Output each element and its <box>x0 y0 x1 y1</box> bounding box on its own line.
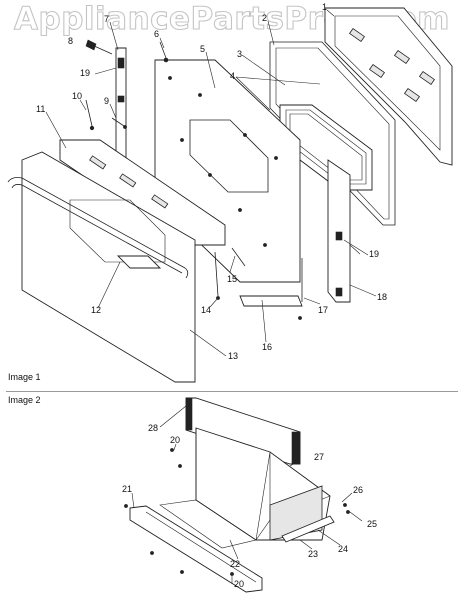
left-hinge-channel-part <box>115 47 127 161</box>
callout-3: 3 <box>237 49 242 59</box>
callout-20-bottom: 20 <box>234 579 244 589</box>
callout-26: 26 <box>353 485 363 495</box>
callout-13: 13 <box>228 351 238 361</box>
outer-door-panel-part <box>21 151 196 383</box>
storage-drawer-part <box>124 397 350 593</box>
callout-labels-image-2: 20 20 21 22 23 24 25 26 27 28 <box>122 423 377 589</box>
screw-10-part <box>85 99 95 131</box>
callout-27: 27 <box>314 452 324 462</box>
right-door-channel-part <box>327 159 351 303</box>
callout-18: 18 <box>377 292 387 302</box>
callout-4: 4 <box>230 71 235 81</box>
section-label-image-2: Image 2 <box>8 395 41 405</box>
callout-10: 10 <box>72 91 82 101</box>
clip-part <box>111 117 127 129</box>
door-liner-part <box>324 7 453 166</box>
callout-7: 7 <box>104 14 109 24</box>
callout-5: 5 <box>200 44 205 54</box>
callout-23: 23 <box>308 549 318 559</box>
callout-21: 21 <box>122 484 132 494</box>
callout-2: 2 <box>262 13 267 23</box>
hinge-screw-part <box>85 39 113 55</box>
door-handle-part <box>7 177 189 279</box>
callout-16: 16 <box>262 342 272 352</box>
callout-19-right: 19 <box>369 249 379 259</box>
callout-8: 8 <box>68 36 73 46</box>
screw-part <box>159 41 169 63</box>
door-trim-part <box>59 139 226 246</box>
callout-14: 14 <box>201 305 211 315</box>
callout-leaders <box>45 9 377 584</box>
callout-25: 25 <box>367 519 377 529</box>
callout-19-left: 19 <box>80 68 90 78</box>
callout-24: 24 <box>338 544 348 554</box>
callout-labels-image-1: 1 2 3 4 5 6 7 8 9 10 11 12 13 14 15 16 1… <box>36 2 387 361</box>
callout-9: 9 <box>104 96 109 106</box>
callout-1: 1 <box>322 2 327 12</box>
callout-12: 12 <box>91 305 101 315</box>
section-divider <box>6 391 458 392</box>
callout-20-top: 20 <box>170 435 180 445</box>
callout-6: 6 <box>154 29 159 39</box>
section-label-image-1: Image 1 <box>8 372 41 382</box>
bottom-bracket-part <box>214 247 303 320</box>
callout-15: 15 <box>227 274 237 284</box>
callout-28: 28 <box>148 423 158 433</box>
callout-11: 11 <box>36 104 45 114</box>
callout-17: 17 <box>318 305 328 315</box>
callout-22: 22 <box>230 559 240 569</box>
